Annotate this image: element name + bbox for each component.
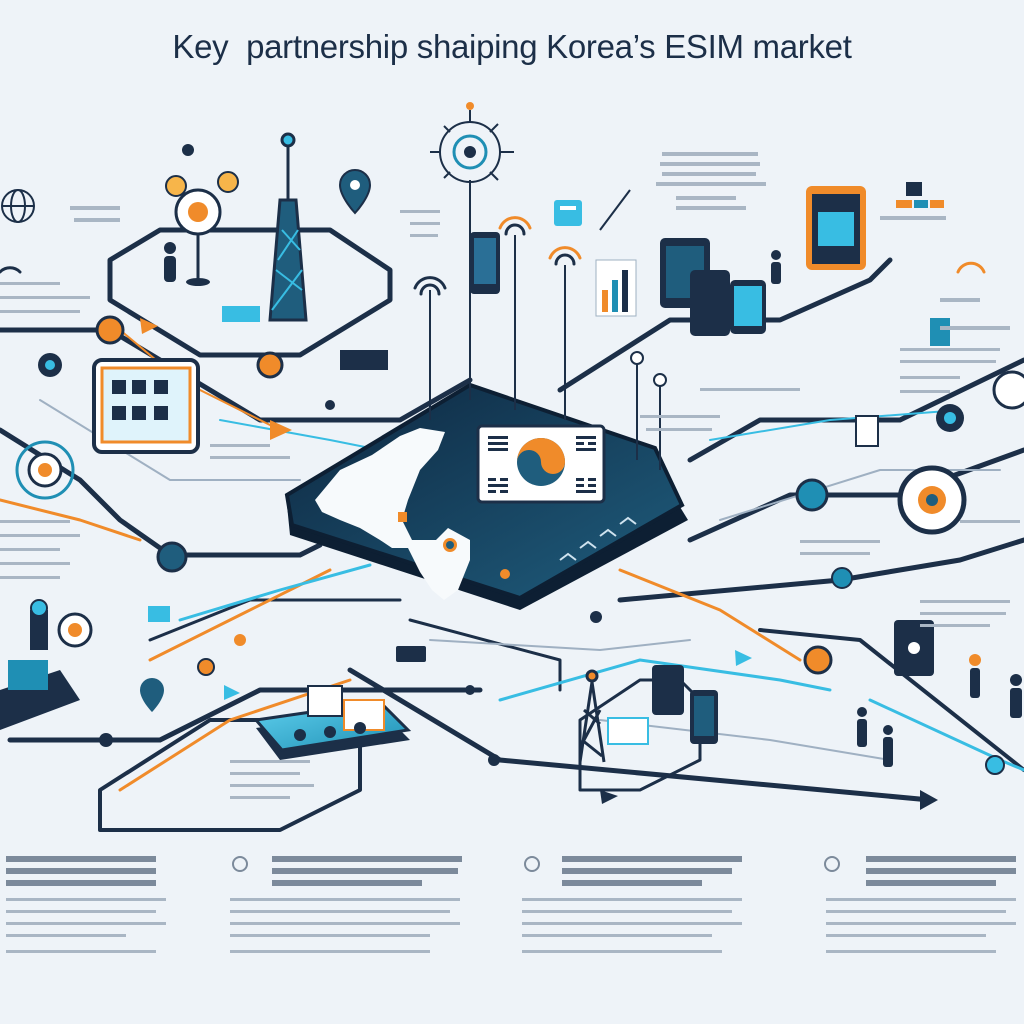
target-icon [15, 353, 1024, 648]
leaf-icon [232, 856, 248, 872]
chart-icon [595, 189, 637, 317]
satellite-hub-icon [165, 144, 239, 286]
south-korea-flag [476, 424, 606, 504]
text-block-middle [210, 210, 800, 799]
arrow-5 [735, 650, 752, 666]
arrows [140, 318, 938, 810]
route-13 [408, 618, 562, 692]
cyan-route-4 [219, 419, 381, 451]
cyan-route-2 [498, 658, 832, 702]
arrow-3 [600, 790, 618, 804]
text-block-left [0, 282, 90, 579]
bottom-text-column-2 [230, 856, 462, 953]
node-orange-4 [234, 634, 246, 646]
cell-tower-icon [578, 669, 606, 763]
check-icon [524, 856, 540, 872]
tablet-icon [92, 358, 200, 454]
korea-peninsula-shape [315, 428, 470, 600]
arrow-4 [920, 790, 938, 810]
node-orange-1 [95, 315, 125, 345]
mast-tip-2 [653, 373, 667, 387]
route-14 [148, 598, 402, 642]
radio-tower-icon [268, 132, 308, 322]
orange-route-4 [618, 568, 802, 662]
page-title: Key partnership shaiping Korea’s ESIM ma… [172, 28, 852, 65]
node-navy-4 [590, 611, 602, 623]
node-small-1 [325, 400, 335, 410]
route-7 [617, 537, 1024, 603]
smartphone-icon [470, 232, 766, 744]
target-small-icon [824, 856, 840, 872]
cyan-route-1 [178, 563, 372, 622]
nodes [95, 315, 1005, 775]
globe-icon [1, 189, 35, 223]
node-navy-1 [156, 541, 188, 573]
bottom-text-column-3 [522, 856, 742, 953]
signal-masts [429, 180, 661, 470]
badge-icons [148, 182, 950, 745]
server-stack-icon [0, 599, 80, 730]
route-12 [758, 628, 1024, 772]
node-orange-3 [197, 658, 215, 676]
bottom-text-column-4 [824, 856, 1016, 953]
location-pin-icon [140, 169, 967, 712]
node-orange-2 [256, 351, 284, 379]
platform-icon [253, 685, 412, 760]
arrow-2 [140, 318, 158, 334]
network-paths [0, 227, 1024, 832]
route-3 [0, 427, 323, 558]
text-block-right [800, 216, 1020, 627]
node-teal-1 [795, 478, 829, 512]
text-block-top-left [70, 206, 120, 222]
node-small-2 [465, 685, 475, 695]
bottom-text-column-1 [6, 856, 166, 953]
network-hub-icon [430, 102, 514, 196]
cyan-route-3 [709, 409, 961, 441]
node-cyan-1 [985, 755, 1005, 775]
route-6 [687, 447, 1024, 543]
arrow-6 [224, 685, 240, 700]
monitor-icon [806, 186, 934, 676]
node-navy-3 [488, 754, 500, 766]
route-4 [557, 257, 893, 393]
text-block-top-right [656, 152, 766, 210]
person-icon [104, 242, 1022, 767]
node-teal-2 [831, 567, 853, 589]
route-9 [7, 687, 483, 743]
route-1 [107, 227, 393, 358]
arrow-1 [270, 420, 292, 440]
mast-tip-1 [630, 351, 644, 365]
node-orange-5 [803, 645, 833, 675]
wifi-signal-icon [0, 216, 986, 296]
orange-route-1 [0, 498, 142, 542]
